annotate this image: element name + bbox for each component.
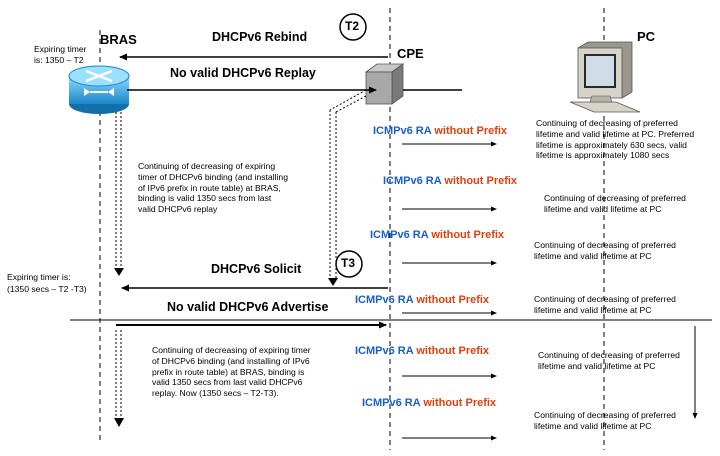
bras-label: BRAS [100, 32, 137, 47]
pc-icon [569, 41, 641, 113]
ra-label-3: ICMPv6 RA without Prefix [370, 229, 505, 241]
pc-note-4: Continuing of decreasing of preferred li… [534, 294, 676, 315]
pc-note-6: Continuing of decreasing of preferred li… [534, 410, 676, 431]
bras-note-1: Continuing of decreasing of expiring tim… [138, 161, 288, 215]
pc-note-2: Continuing of decreasing of preferred li… [544, 193, 686, 214]
pc-label: PC [637, 29, 656, 44]
cpe-dotted-leader-2 [335, 95, 367, 113]
bras-timer-arrowhead-1 [114, 268, 124, 276]
solicit-label: DHCPv6 Solicit [211, 262, 302, 276]
ra-label-2: ICMPv6 RA without Prefix [383, 175, 518, 187]
t2-label: T2 [345, 19, 360, 33]
t3-label: T3 [341, 256, 356, 270]
t3-circle [335, 250, 363, 278]
ra-label-4: ICMPv6 RA without Prefix [355, 294, 490, 306]
router-icon [68, 65, 130, 114]
cpe-dotted-leader [329, 89, 367, 111]
no-valid-reply-label: No valid DHCPv6 Replay [170, 66, 316, 80]
cpe-label: CPE [397, 46, 424, 61]
expiring-timer-2-line1: Expiring timer is: [7, 272, 71, 282]
ra-label-1: ICMPv6 RA without Prefix [373, 125, 508, 137]
expiring-timer-2-line2: (1350 secs – T2 -T3) [7, 284, 87, 294]
rebind-label: DHCPv6 Rebind [212, 30, 308, 44]
bras-note-2: Continuing of decreasing of expiring tim… [152, 345, 311, 399]
t2-circle [339, 13, 367, 41]
expiring-timer-1-line2: is: 1350 – T2 [34, 55, 84, 65]
expiring-timer-1-line1: Expiring timer [34, 44, 87, 54]
bras-timer-arrowhead-2 [114, 418, 124, 427]
ra-label-5: ICMPv6 RA without Prefix [355, 345, 490, 357]
expiring-timer-2: Expiring timer is: (1350 secs – T2 -T3) [7, 271, 87, 295]
cpe-box-icon [364, 63, 405, 105]
no-valid-advertise-label: No valid DHCPv6 Advertise [167, 300, 329, 314]
pc-note-3: Continuing of decreasing of preferred li… [534, 240, 676, 261]
solicit-drop-arrowhead [328, 278, 338, 286]
ra-label-6: ICMPv6 RA without Prefix [362, 397, 497, 409]
pc-note-5: Continuing of decreasing of preferred li… [538, 350, 680, 371]
pc-note-1: Continuing of decreasing of preferred li… [536, 118, 695, 161]
expiring-timer-1: Expiring timer is: 1350 – T2 [34, 44, 87, 66]
